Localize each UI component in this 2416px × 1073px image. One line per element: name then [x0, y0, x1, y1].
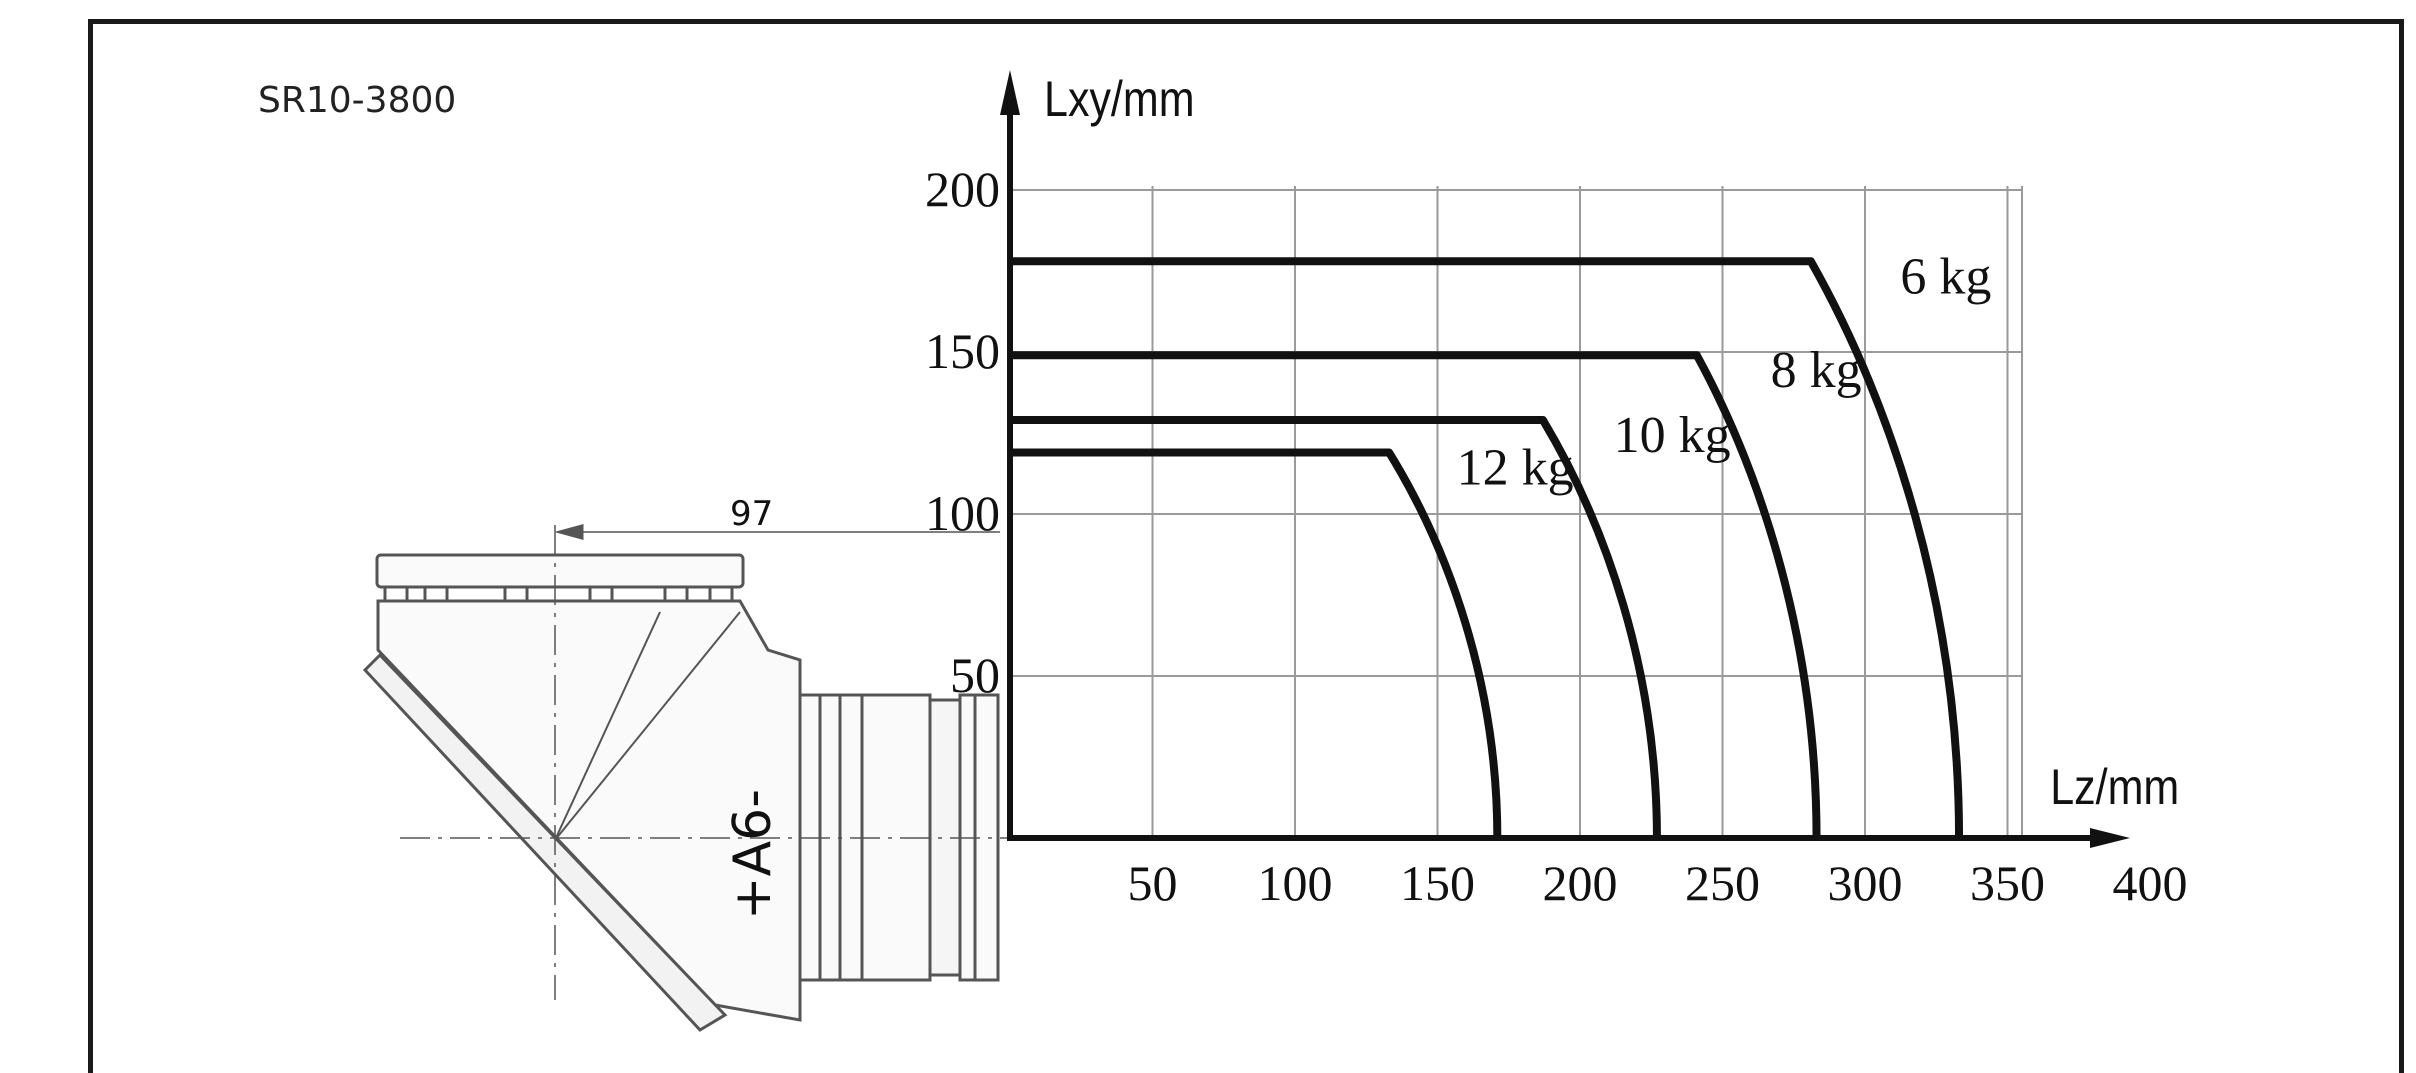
series-curve: [1010, 257, 1964, 839]
y-axis-label: Lxy/mm: [1044, 71, 1194, 127]
x-tick-label: 50: [1128, 855, 1178, 911]
x-tick-label: 100: [1258, 855, 1333, 911]
y-axis-arrow: [1000, 70, 1020, 115]
series-label: 10 kg: [1614, 407, 1731, 464]
series-label: 6 kg: [1900, 248, 1991, 305]
series-curve: [1010, 351, 1821, 839]
wrist-flange-drawing: [362, 524, 1010, 1032]
y-tick-label: 50: [950, 647, 1000, 703]
x-tick-label: 250: [1685, 855, 1760, 911]
y-tick-label: 100: [925, 485, 1000, 541]
y-tick-label: 150: [925, 323, 1000, 379]
x-tick-label: 400: [2113, 855, 2188, 911]
chart-series: 6 kg 8 kg 10 kg 12 kg: [1010, 248, 1991, 839]
figure-border: [88, 19, 2404, 1073]
x-tick-label: 200: [1543, 855, 1618, 911]
dimension-label: 97: [730, 494, 773, 534]
model-label: SR10-3800: [258, 80, 457, 121]
chart-ticks: 50 100 150 200 250 300 350 400 50 100 150 200: [925, 161, 2188, 911]
chart-axes: [1000, 70, 2130, 848]
x-tick-label: 350: [1970, 855, 2045, 911]
x-axis-arrow: [2090, 828, 2130, 848]
axis-marking: +A6-: [723, 789, 783, 920]
y-tick-label: 200: [925, 161, 1000, 217]
series-curve: [1010, 416, 1661, 839]
x-tick-label: 150: [1400, 855, 1475, 911]
series-label: 8 kg: [1771, 342, 1862, 399]
series-label: 12 kg: [1457, 439, 1574, 496]
series-curve: [1010, 448, 1502, 839]
x-axis-label: Lz/mm: [2050, 759, 2179, 815]
x-tick-label: 300: [1828, 855, 1903, 911]
chart-grid: [1010, 186, 2023, 838]
